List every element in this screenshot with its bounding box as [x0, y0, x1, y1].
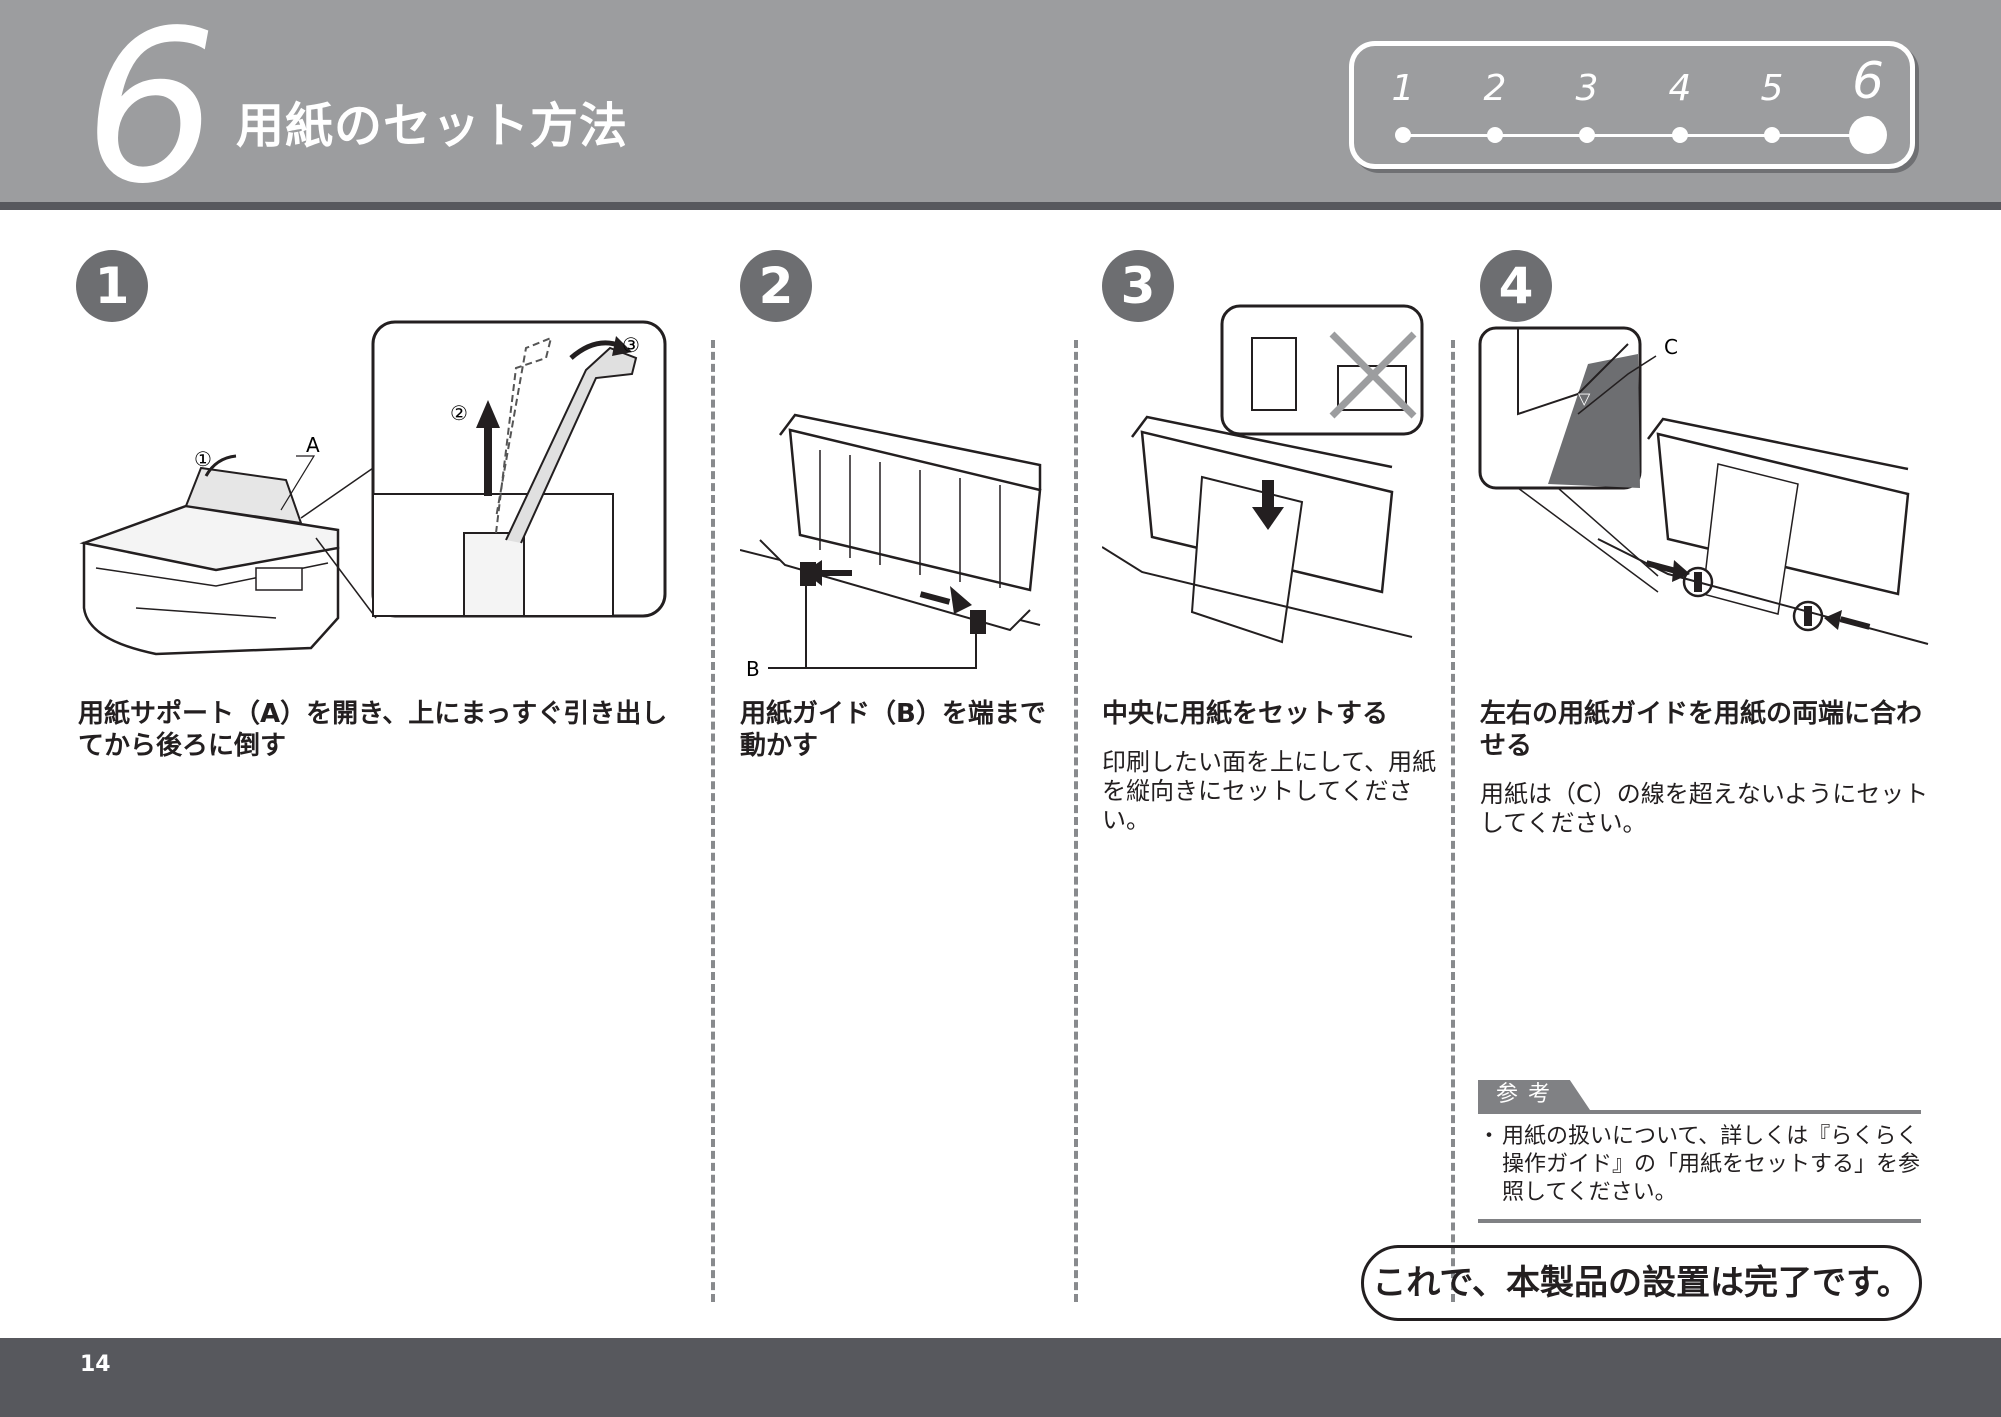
step4-body-line: 用紙は（C）の線を超えないようにセット [1480, 780, 1929, 808]
column-divider [1074, 340, 1078, 1302]
step3-heading: 中央に用紙をセットする [1102, 698, 1442, 730]
progress-label-5: 5 [1760, 68, 1784, 109]
step2-heading-line: 用紙ガイド（B）を端まで [740, 699, 1046, 729]
step4-heading-line: せる [1480, 731, 1533, 761]
section-number: 6 [84, 0, 218, 230]
progress-dot-4 [1672, 127, 1688, 143]
note-bullet: ・ [1478, 1124, 1501, 1149]
label-c: C [1664, 335, 1678, 359]
step-progress-indicator: 1 2 3 4 5 6 [1349, 41, 1915, 169]
step-number-3: 3 [1102, 250, 1174, 322]
svg-text:▽: ▽ [1578, 389, 1591, 408]
step2-heading: 用紙ガイド（B）を端まで 動かす [740, 698, 1070, 762]
progress-dot-3 [1579, 127, 1595, 143]
step-number-4: 4 [1480, 250, 1552, 322]
progress-line [1401, 134, 1861, 137]
step3-illustration [1102, 304, 1424, 644]
note-tab: 参考 [1478, 1080, 1590, 1110]
callout-3: ③ [622, 333, 640, 357]
label-a: A [306, 433, 320, 457]
step4-illustration: ▽ C [1478, 326, 1929, 645]
progress-label-2: 2 [1483, 68, 1507, 109]
step2-heading-line: 動かす [740, 731, 819, 761]
step4-heading: 左右の用紙ガイドを用紙の両端に合わ せる [1480, 698, 1940, 762]
step-number-1: 1 [76, 250, 148, 322]
callout-1: ① [194, 447, 212, 471]
step2-illustration: B [740, 413, 1042, 680]
progress-label-3: 3 [1575, 68, 1599, 109]
completion-message: これで、本製品の設置は完了です。 [1361, 1245, 1922, 1321]
note-rule [1478, 1110, 1921, 1114]
note-line: 操作ガイド』の「用紙をセットする」を参 [1502, 1152, 1921, 1177]
page-title: 用紙のセット方法 [236, 98, 629, 154]
step4-body: 用紙は（C）の線を超えないようにセット してください。 [1480, 780, 1940, 838]
label-b: B [746, 657, 760, 680]
step1-heading-line: 用紙サポート（A）を開き、上にまっすぐ引き出し [78, 699, 668, 729]
page-footer [0, 1338, 2001, 1417]
step1-heading-line: てから後ろに倒す [78, 731, 287, 761]
column-divider [1451, 340, 1455, 1302]
progress-label-1: 1 [1391, 68, 1415, 109]
page-number: 14 [80, 1352, 111, 1377]
progress-dot-5 [1764, 127, 1780, 143]
progress-dot-6 [1849, 116, 1887, 154]
progress-dot-1 [1395, 127, 1411, 143]
step3-body-line: 印刷したい面を上にして、用紙 [1102, 748, 1437, 776]
step-number-2: 2 [740, 250, 812, 322]
note-line: 用紙の扱いについて、詳しくは『らくらく [1502, 1124, 1919, 1149]
column-divider [711, 340, 715, 1302]
note-line: 照してください。 [1502, 1180, 1677, 1205]
step3-body-line: を縦向きにセットしてくださ [1102, 777, 1413, 805]
progress-label-4: 4 [1668, 68, 1692, 109]
progress-label-6: 6 [1852, 52, 1884, 110]
step1-illustration: ② ③ ① A [79, 320, 667, 656]
progress-dot-2 [1487, 127, 1503, 143]
step3-heading-line: 中央に用紙をセットする [1102, 699, 1389, 729]
note-content: ・ 用紙の扱いについて、詳しくは『らくらく 操作ガイド』の「用紙をセットする」を… [1478, 1123, 1928, 1207]
header-rule [0, 202, 2001, 210]
note-rule [1478, 1219, 1921, 1223]
step4-heading-line: 左右の用紙ガイドを用紙の両端に合わ [1480, 699, 1923, 729]
step4-body-line: してください。 [1480, 809, 1647, 837]
step3-body: 印刷したい面を上にして、用紙 を縦向きにセットしてくださ い。 [1102, 748, 1442, 835]
step3-body-line: い。 [1102, 806, 1150, 834]
step1-heading: 用紙サポート（A）を開き、上にまっすぐ引き出し てから後ろに倒す [78, 698, 698, 762]
callout-2: ② [450, 401, 468, 425]
